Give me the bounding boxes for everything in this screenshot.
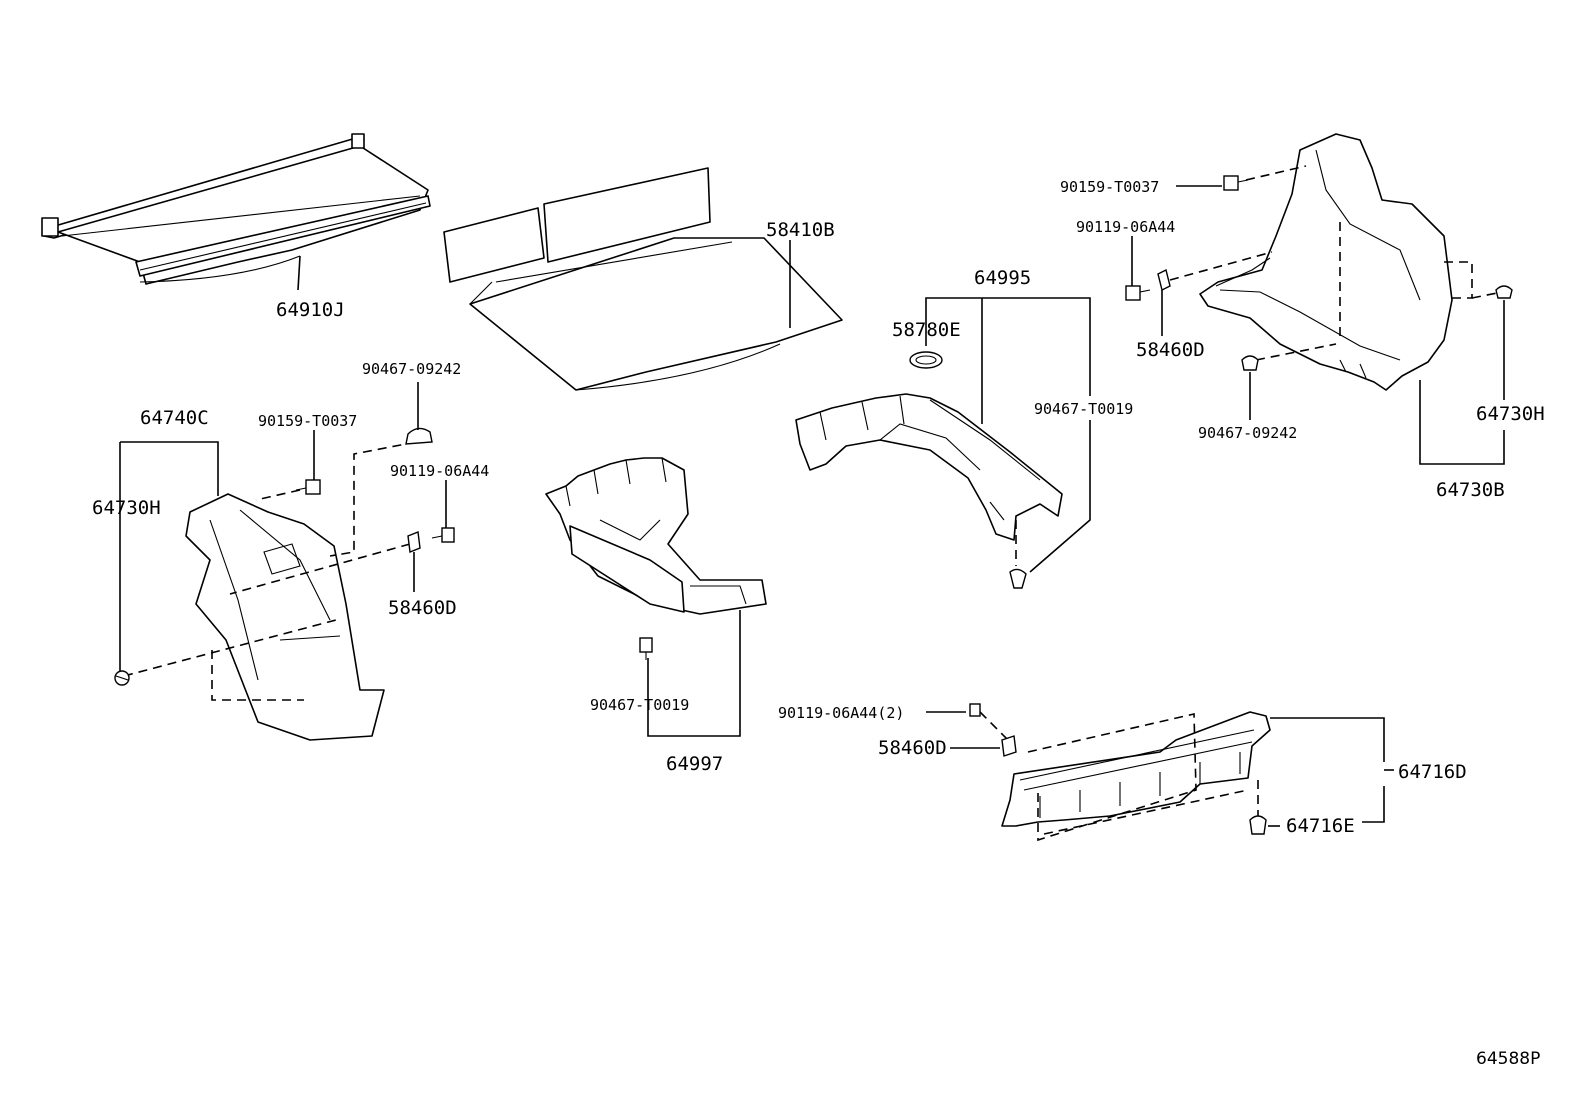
leader-64910J: [297, 255, 301, 291]
label-58460D-plate: 58460D: [878, 737, 947, 759]
nut-right-icon[interactable]: [1157, 268, 1171, 292]
label-64716D: 64716D: [1398, 761, 1467, 783]
bracket-64995: [925, 297, 1091, 396]
nut-left-icon[interactable]: [407, 531, 421, 553]
bracket-64730B: [1419, 380, 1505, 465]
screw-plate-icon[interactable]: [969, 703, 981, 717]
label-90119-06A44-right: 90119-06A44: [1076, 218, 1175, 236]
bracket-64740C: [120, 441, 219, 496]
bolt-left-icon[interactable]: [295, 479, 321, 495]
front-tray-part[interactable]: [545, 457, 767, 615]
clip-right-icon[interactable]: [1241, 355, 1259, 371]
bolt-right-icon[interactable]: [1223, 175, 1249, 191]
scuff-plate-part[interactable]: [1001, 711, 1271, 827]
clip-plate-icon[interactable]: [1249, 815, 1267, 835]
label-58410B: 58410B: [766, 219, 835, 241]
label-64997: 64997: [666, 753, 723, 775]
label-64910J: 64910J: [276, 299, 345, 321]
tonneau-cover-part[interactable]: [41, 133, 431, 285]
label-64730H-right: 64730H: [1476, 403, 1545, 425]
label-90159-T0037-right: 90159-T0037: [1060, 178, 1159, 196]
label-64995: 64995: [974, 267, 1031, 289]
clip-right-edge-icon[interactable]: [1495, 285, 1513, 299]
label-90467-09242-left: 90467-09242: [362, 360, 461, 378]
rear-tray-part[interactable]: [795, 393, 1063, 541]
label-90159-T0037-left: 90159-T0037: [258, 412, 357, 430]
bracket-64997: [647, 610, 741, 737]
label-64730H-left: 64730H: [92, 497, 161, 519]
diagram-id: 64588P: [1476, 1049, 1540, 1069]
label-90119-06A44-2: 90119-06A44(2): [778, 704, 904, 722]
label-58460D-left: 58460D: [388, 597, 457, 619]
label-64740C: 64740C: [140, 407, 209, 429]
clip-left-bottom-icon[interactable]: [114, 670, 130, 686]
label-90467-09242-right: 90467-09242: [1198, 424, 1297, 442]
label-90467-T0019-rear: 90467-T0019: [1034, 400, 1133, 418]
clip-tray-front-icon[interactable]: [639, 637, 653, 660]
nut-plate-icon[interactable]: [1001, 735, 1017, 757]
bracket-64716D: [1270, 717, 1385, 823]
clip-tray-rear-icon[interactable]: [1009, 568, 1027, 589]
label-90119-06A44-left: 90119-06A44: [390, 462, 489, 480]
label-64730B: 64730B: [1436, 479, 1505, 501]
deck-board-part[interactable]: [443, 167, 843, 391]
screw-right-icon[interactable]: [1125, 285, 1151, 301]
label-90467-T0019-front: 90467-T0019: [590, 696, 689, 714]
oring-icon[interactable]: [909, 351, 943, 369]
clip-left-top-icon[interactable]: [405, 427, 433, 445]
label-58780E: 58780E: [892, 319, 961, 341]
label-64716E: 64716E: [1286, 815, 1355, 837]
label-58460D-right: 58460D: [1136, 339, 1205, 361]
screw-left-icon[interactable]: [431, 527, 455, 543]
right-quarter-trim-part[interactable]: [1199, 133, 1453, 391]
